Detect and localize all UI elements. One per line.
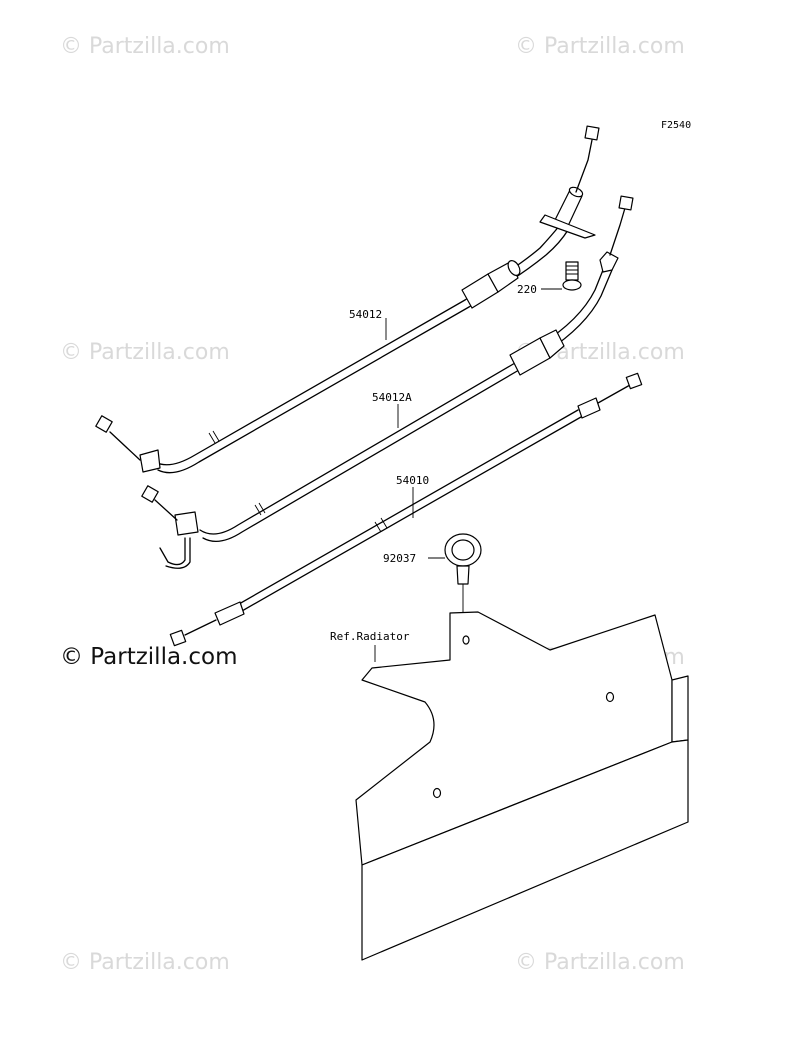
clamp-92037	[444, 533, 482, 612]
callout-220: 220	[517, 283, 537, 296]
main-watermark: © Partzilla.com	[60, 644, 238, 670]
throttle-cable-54012	[95, 125, 600, 474]
watermark: © Partzilla.com	[60, 950, 230, 975]
callout-ref-radiator: Ref.Radiator	[330, 630, 410, 643]
bolt-220	[562, 261, 582, 291]
callout-54012: 54012	[349, 308, 383, 321]
watermark: © Partzilla.com	[515, 34, 685, 59]
callout-54012a: 54012A	[372, 391, 412, 404]
watermark: © Partzilla.com	[60, 340, 230, 365]
throttle-cable-54012a	[141, 195, 634, 569]
choke-cable-54010	[169, 372, 643, 647]
radiator-shroud	[355, 611, 689, 961]
callout-54010: 54010	[396, 474, 430, 487]
diagram-code: F2540	[661, 120, 692, 131]
watermark: © Partzilla.com	[60, 34, 230, 59]
callout-92037: 92037	[383, 552, 417, 565]
watermark: © Partzilla.com	[515, 950, 685, 975]
